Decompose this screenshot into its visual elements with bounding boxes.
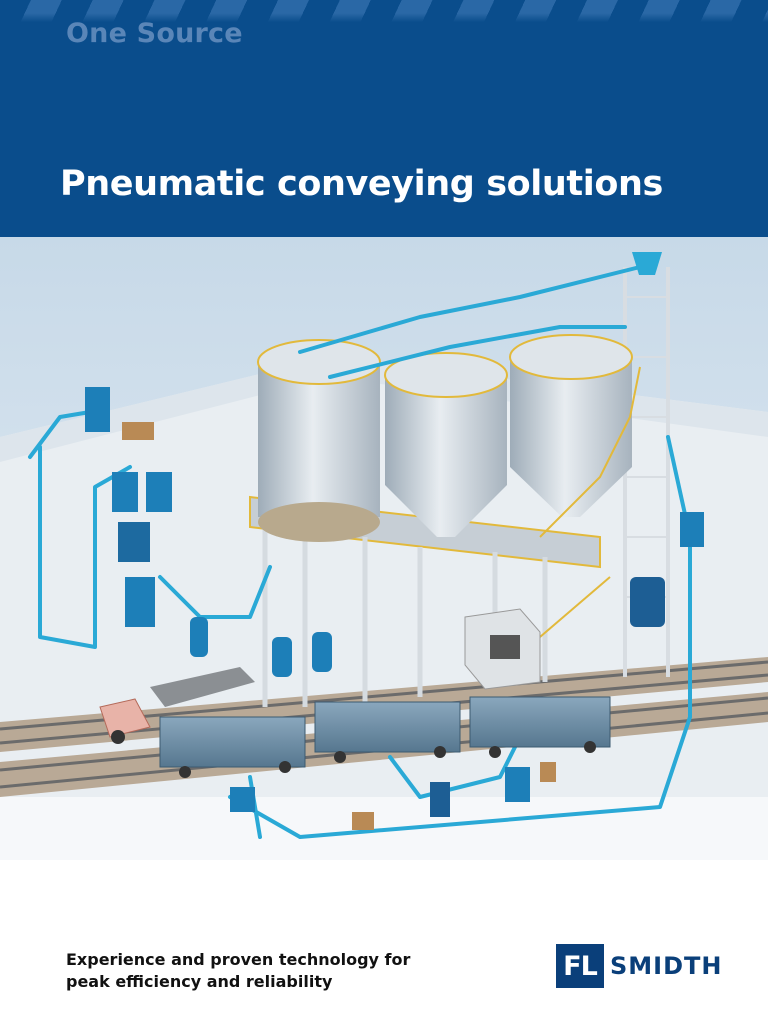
silo-right	[509, 334, 633, 517]
logo-text: SMIDTH	[610, 952, 723, 980]
control-building	[464, 608, 541, 690]
rail-wagons	[159, 696, 611, 778]
elevator-tower	[623, 252, 670, 677]
tagline-line-1: Experience and proven technology for	[66, 950, 411, 969]
ground-units	[230, 762, 556, 830]
cover-tagline: Experience and proven technology for pea…	[66, 949, 466, 993]
silo-middle	[384, 352, 508, 537]
series-label: One Source	[66, 18, 243, 49]
header-stripe-fade	[0, 0, 768, 22]
silo-left	[257, 339, 381, 542]
right-vessel	[630, 577, 665, 627]
page-title: Pneumatic conveying solutions	[60, 164, 663, 204]
logo-mark: FL	[556, 944, 604, 988]
flsmidth-logo: FL SMIDTH	[556, 942, 736, 990]
cover-header: One Source Pneumatic conveying solutions	[0, 0, 768, 237]
tagline-line-2: peak efficiency and reliability	[66, 972, 333, 991]
pneumatic-plant-illustration	[0, 237, 768, 860]
left-process-vessels	[85, 387, 332, 677]
staircase	[539, 366, 641, 638]
